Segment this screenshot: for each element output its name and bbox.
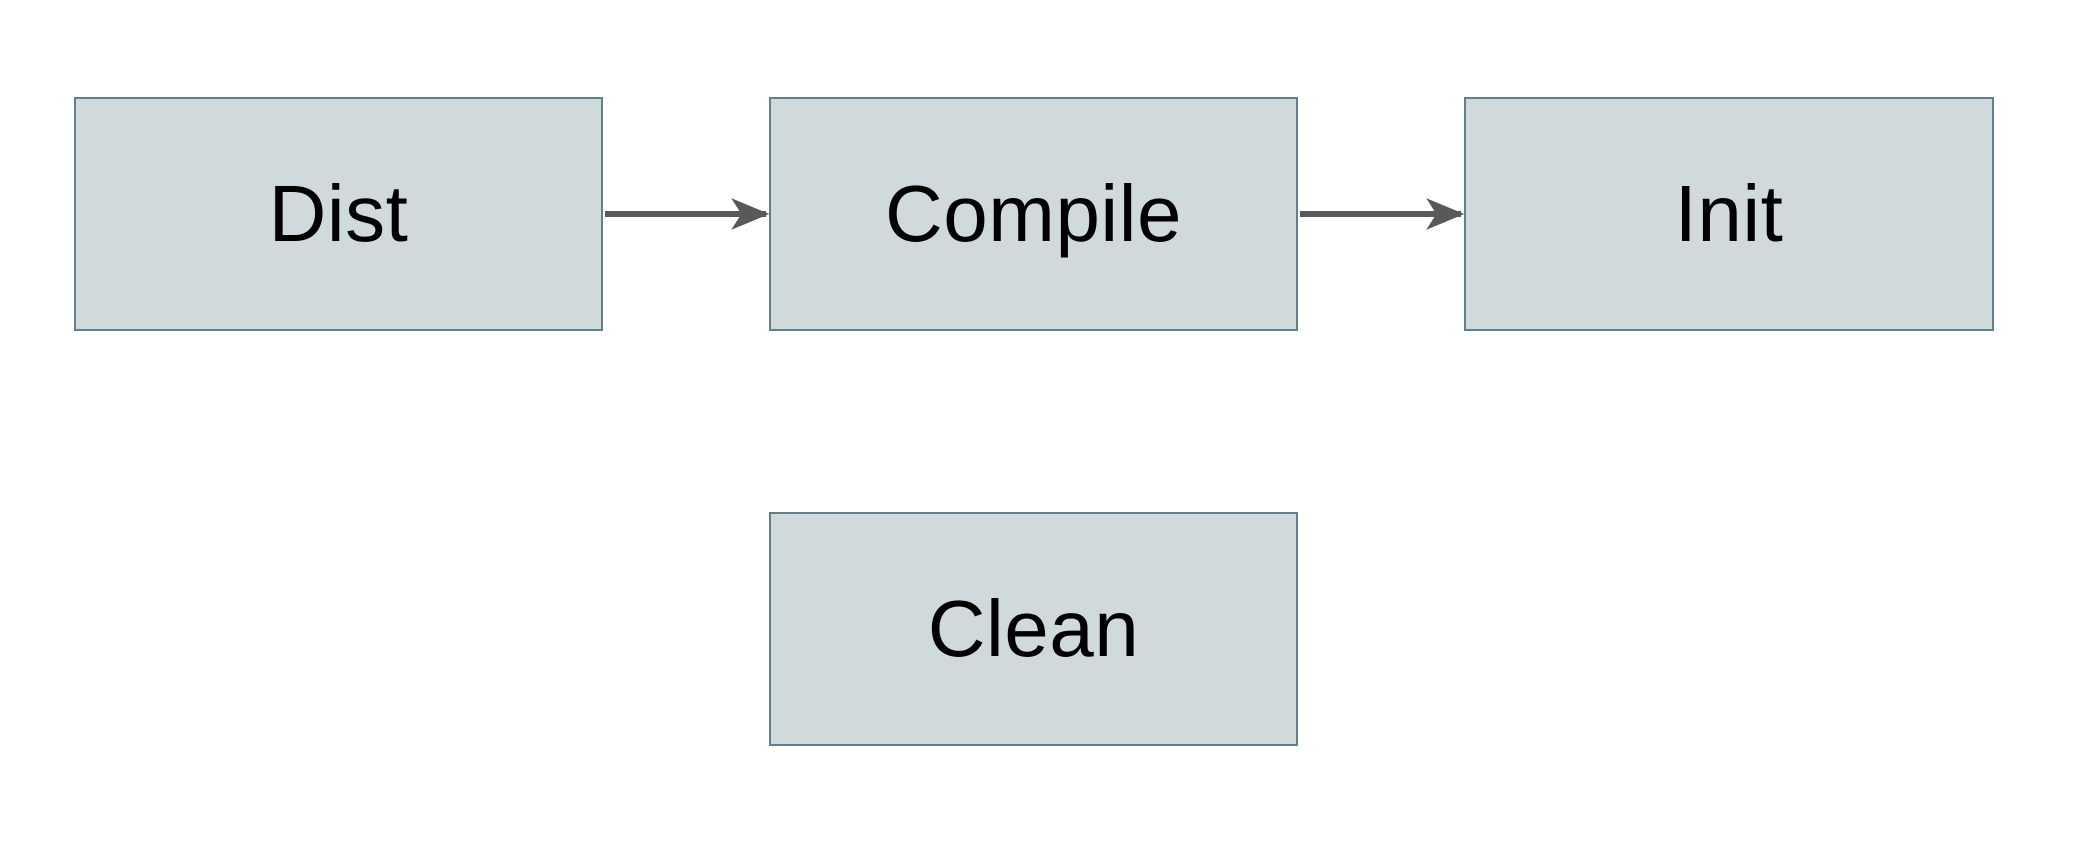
node-compile-label: Compile: [885, 169, 1182, 258]
node-clean-label: Clean: [927, 584, 1140, 673]
node-init: Init: [1464, 97, 1994, 331]
node-compile: Compile: [769, 97, 1298, 331]
node-dist-label: Dist: [268, 169, 409, 258]
node-clean: Clean: [769, 512, 1298, 746]
node-init-label: Init: [1674, 169, 1784, 258]
node-dist: Dist: [74, 97, 603, 331]
